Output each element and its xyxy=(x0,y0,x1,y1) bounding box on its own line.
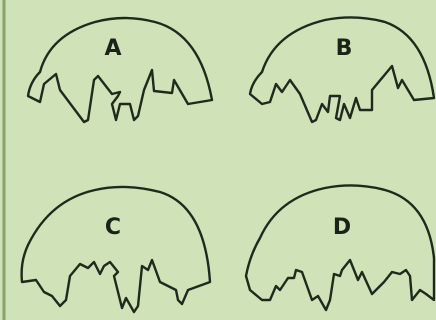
option-b-shape[interactable] xyxy=(250,17,434,122)
option-d-label: D xyxy=(327,217,357,239)
option-b-label: B xyxy=(329,38,359,60)
option-c-shape[interactable] xyxy=(22,187,210,312)
option-c-label: C xyxy=(98,217,128,239)
option-a-label: A xyxy=(98,38,128,60)
option-d-shape[interactable] xyxy=(246,185,434,310)
option-a-shape[interactable] xyxy=(28,18,212,122)
